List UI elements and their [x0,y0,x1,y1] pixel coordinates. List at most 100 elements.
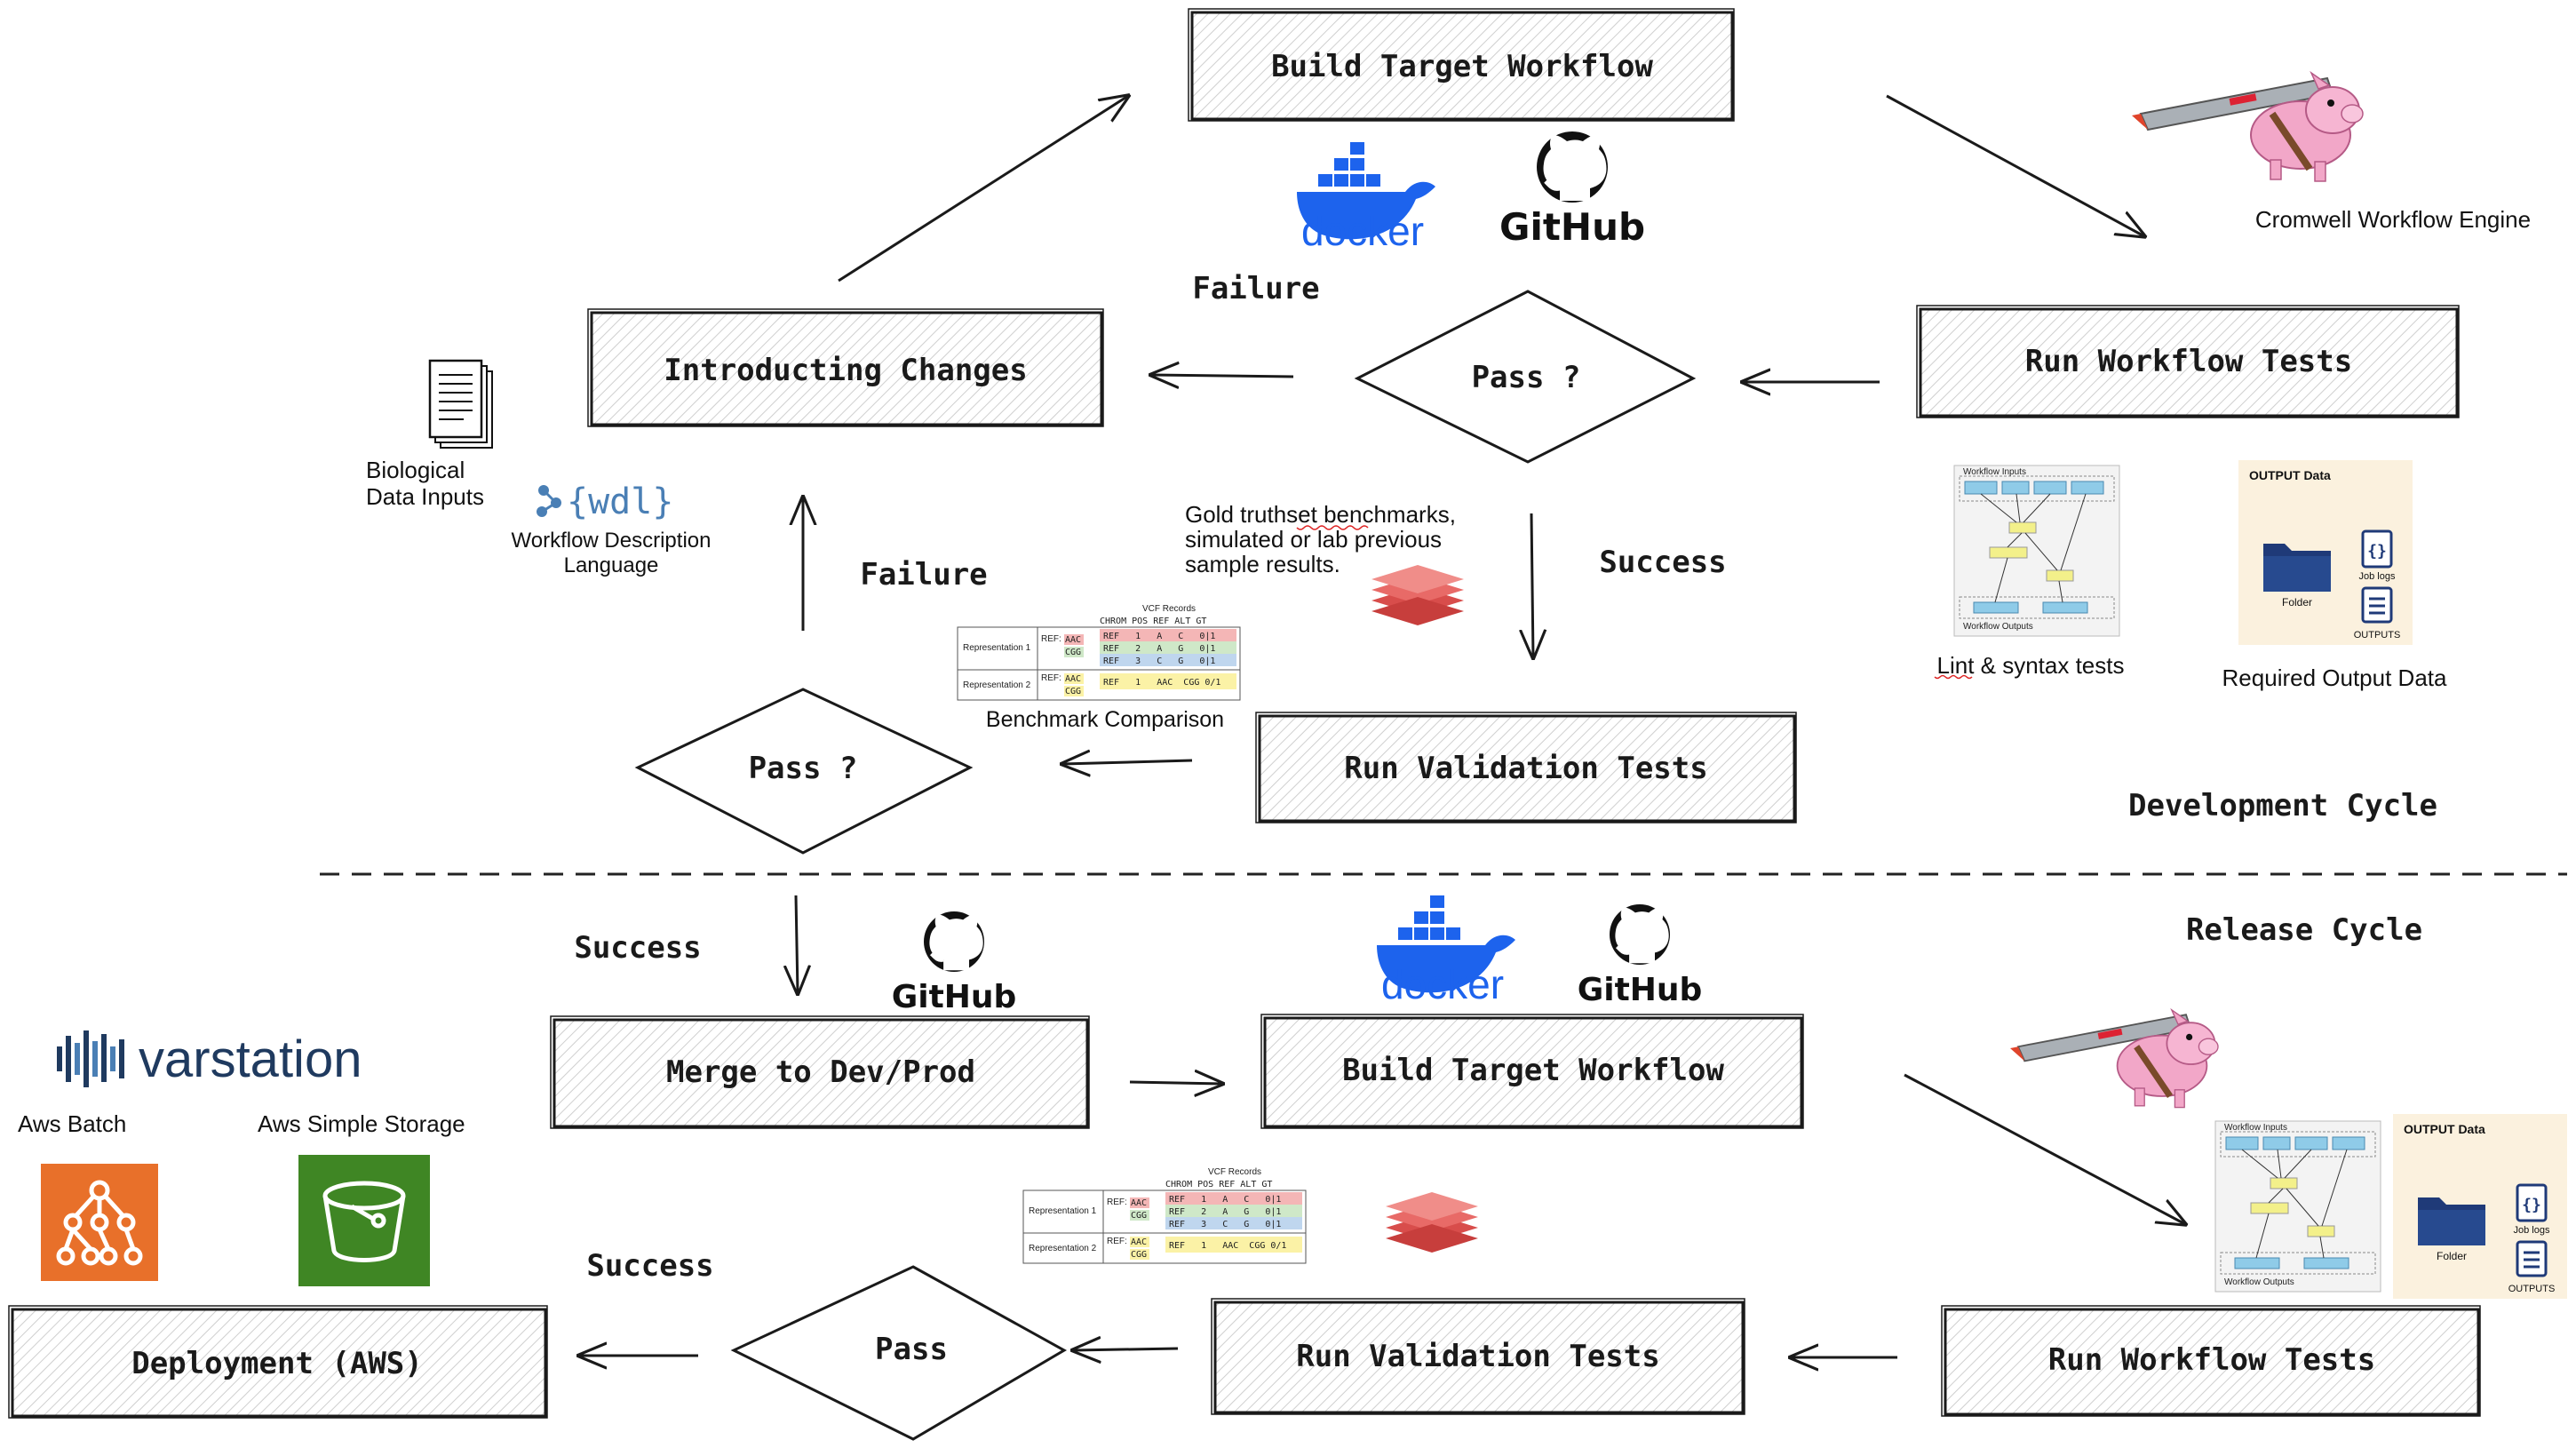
development-cycle-label: Development Cycle [2128,788,2437,823]
svg-text:Job logs: Job logs [2359,571,2396,582]
release-run-validation-tests: Run Validation Tests [1211,1298,1745,1415]
svg-text:AAC: AAC [1131,1237,1147,1247]
arrow-validation-to-pass [1062,760,1193,764]
svg-text:OUTPUT Data: OUTPUT Data [2249,468,2331,482]
output-file-icon [2516,1240,2548,1277]
vcf-table-dev: VCF Records CHROM POS REF ALT GT Represe… [957,604,1241,701]
output-data-panel-release: OUTPUT Data Folder {} Job logs OUTPUTS [2393,1114,2567,1299]
deployment-label: Deployment (AWS) [131,1346,423,1381]
arrow-pass-to-changes [1151,375,1294,377]
output-data-panel-dev: OUTPUT Data Folder {} Job logs OUTPUTS [2238,460,2413,645]
svg-text:REF:: REF: [1107,1197,1127,1207]
dev-build-target-workflow: Build Target Workflow [1188,8,1735,122]
failure-top-label: Failure [1192,271,1319,306]
docker-label: docker [1301,208,1424,254]
arrow-changes-to-build [838,96,1128,282]
svg-text:OUTPUTS: OUTPUTS [2354,630,2401,640]
docker-label: docker [1381,961,1504,1007]
arrow-merge-to-build [1129,1082,1222,1084]
release-run-workflow-label: Run Workflow Tests [2048,1342,2375,1378]
spellcheck-squiggle-lint [1934,674,1973,680]
github-logo-release-left: GitHub [892,911,1016,1015]
svg-text:VCF Records: VCF Records [1208,1167,1261,1177]
release-build-label: Build Target Workflow [1342,1053,1724,1088]
svg-text:CGG: CGG [1065,687,1081,696]
output-file-icon [2361,586,2393,624]
lint-workflow-graph-dev: Workflow Inputs Workflow Outputs [1953,465,2120,637]
folder-icon [2418,1197,2485,1245]
success-dev-label: Success [1599,545,1726,580]
svg-text:OUTPUT Data: OUTPUT Data [2404,1122,2485,1136]
wdl-caption-line1: Workflow Description [512,529,712,553]
aws-batch-icon [41,1164,158,1281]
arrow-pass-to-validation [1531,513,1533,657]
cromwell-pig-icon-release [2010,1010,2218,1108]
release-build-target-workflow: Build Target Workflow [1260,1014,1804,1129]
merge-dev-prod-box: Merge to Dev/Prod [550,1015,1090,1129]
svg-text:Folder: Folder [2437,1250,2467,1262]
svg-text:AAC: AAC [1131,1198,1147,1208]
layers-icon-release [1386,1192,1478,1253]
svg-text:REF 1 AAC CGG 0/1: REF 1 AAC CGG 0/1 [1169,1241,1286,1251]
arrow-build-to-cromwell [1886,94,2144,236]
dev-pass-decision-left: Pass ? [634,688,974,855]
layers-icon-dev [1371,565,1464,625]
svg-text:OUTPUTS: OUTPUTS [2508,1284,2556,1294]
github-label: GitHub [1499,205,1645,249]
svg-text:CGG: CGG [1131,1250,1147,1260]
release-run-validation-label: Run Validation Tests [1296,1339,1659,1374]
svg-text:Workflow Outputs: Workflow Outputs [1963,622,2033,632]
svg-text:Representation 1: Representation 1 [963,643,1031,653]
dev-run-workflow-tests: Run Workflow Tests [1916,305,2460,418]
arrow-validation-to-pass-release [1073,1349,1179,1350]
svg-text:REF 3 C G 0|1: REF 3 C G 0|1 [1169,1220,1281,1229]
aws-storage-label: Aws Simple Storage [258,1110,465,1137]
wdl-caption-line2: Language [564,553,659,577]
arrow-build-to-tests-release [1904,1073,2185,1224]
dev-run-workflow-label: Run Workflow Tests [2025,344,2352,379]
cromwell-pig-icon [2132,73,2363,181]
docker-logo-release: docker [1377,895,1515,1007]
pass-left-label: Pass ? [749,751,858,786]
dev-build-label: Build Target Workflow [1271,49,1653,84]
gold-text-line1: Gold truthset benchmarks, [1185,501,1456,528]
folder-icon [2263,544,2331,592]
svg-text:Representation 1: Representation 1 [1029,1206,1097,1216]
merge-label: Merge to Dev/Prod [666,1054,975,1090]
github-logo-top: GitHub [1499,131,1645,249]
arrow-success-to-merge [796,895,798,993]
document-icon [428,359,493,449]
svg-text:Job logs: Job logs [2514,1225,2550,1236]
varstation-logo: varstation [57,1030,362,1088]
docker-logo-top: docker [1297,142,1435,254]
github-label: GitHub [1578,972,1703,1008]
wdl-text: {wdl} [567,481,673,522]
spellcheck-squiggle [1296,525,1369,530]
svg-text:Workflow Inputs: Workflow Inputs [2224,1123,2287,1133]
github-logo-release-center: GitHub [1578,904,1703,1008]
svg-text:REF 1 A C 0|1: REF 1 A C 0|1 [1103,632,1215,641]
release-cycle-label: Release Cycle [2186,912,2422,948]
svg-text:Workflow Inputs: Workflow Inputs [1963,467,2026,477]
svg-text:REF 2 A G 0|1: REF 2 A G 0|1 [1103,644,1215,654]
release-pass-label: Pass [875,1332,948,1367]
svg-text:AAC: AAC [1065,635,1081,645]
svg-text:REF:: REF: [1041,634,1061,644]
svg-text:Workflow Outputs: Workflow Outputs [2224,1277,2294,1287]
svg-text:AAC: AAC [1065,674,1081,684]
svg-text:{}: {} [2522,1196,2541,1214]
svg-text:Folder: Folder [2282,596,2312,609]
dev-run-validation-tests: Run Validation Tests [1255,712,1797,823]
dev-run-validation-label: Run Validation Tests [1344,751,1707,786]
json-file-icon: {} [2361,529,2393,569]
cromwell-label: Cromwell Workflow Engine [2255,206,2531,233]
svg-text:Representation 2: Representation 2 [963,680,1031,690]
failure-left-label: Failure [860,557,987,593]
introducing-changes-box: Introducting Changes [587,308,1104,427]
dev-pass-decision-top: Pass ? [1354,290,1697,464]
success-release-bottom-label: Success [586,1248,713,1284]
svg-text:CGG: CGG [1065,648,1081,657]
aws-s3-bucket-icon [298,1155,430,1286]
success-release-top-label: Success [574,930,701,966]
